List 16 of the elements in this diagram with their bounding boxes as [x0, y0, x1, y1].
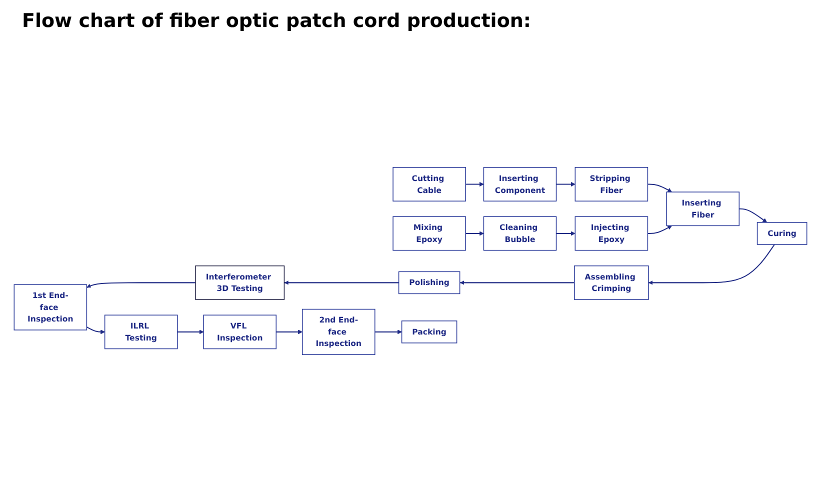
- arrow: [276, 330, 303, 334]
- arrow: [177, 330, 204, 334]
- arrow: [374, 330, 402, 334]
- arrow: [466, 182, 484, 187]
- arrow: [86, 326, 106, 334]
- arrow: [466, 231, 484, 236]
- arrow: [556, 231, 576, 236]
- chart-title: Flow chart of fiber optic patch cord production:: [22, 10, 532, 32]
- arrow: [460, 280, 574, 285]
- arrow: [284, 280, 399, 285]
- arrow: [648, 184, 672, 192]
- arrow: [739, 208, 768, 223]
- arrow: [648, 226, 672, 234]
- arrow: [86, 282, 196, 288]
- arrow: [556, 182, 576, 187]
- arrow: [648, 244, 775, 285]
